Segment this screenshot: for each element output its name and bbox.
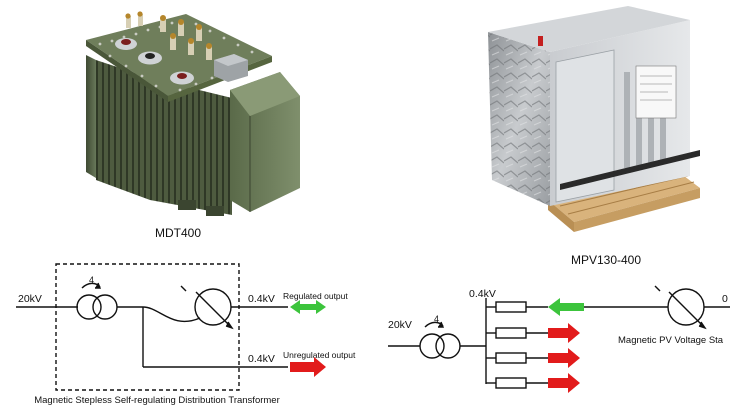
fuse-3 [495,352,527,364]
unregulated-output-label: Unregulated output [283,350,356,360]
right-transformer-winding-2 [435,333,461,359]
left-regulated-voltage: 0.4kV [248,293,275,305]
pv-voltage-regulator [667,288,705,326]
left-circuit-labels: 20kV 4 0.4kV 0.4kV Regulated output Unre… [18,275,356,406]
fuse-4 [495,377,527,389]
voltage-regulator [194,288,232,326]
fuse-2 [495,327,527,339]
left-input-voltage: 20kV [18,293,42,305]
left-tap-number: 4 [89,275,94,285]
right-output-voltage-clipped: 0 [722,293,728,305]
left-circuit-diagram [16,263,288,391]
right-input-voltage: 20kV [388,319,412,331]
feeder-2-red-arrow-icon [548,323,580,343]
mpv130-caption: MPV130-400 [571,253,641,267]
dashed-enclosure [55,263,240,391]
transformer-winding-1 [76,294,102,320]
pv-feed-green-arrow-icon [548,298,584,316]
right-transformer-winding-1 [419,333,445,359]
feeder-4-red-arrow-icon [548,373,580,393]
mpv130-photo-icon [488,6,700,232]
feeder-3-red-arrow-icon [548,348,580,368]
right-circuit-diagram [388,285,730,389]
mdt400-caption: MDT400 [155,226,201,240]
left-diagram-caption: Magnetic Stepless Self-regulating Distri… [34,395,280,406]
right-tap-number: 4 [434,314,439,324]
regulated-double-arrow-icon [290,300,326,314]
transformer-winding-2 [92,294,118,320]
regulated-output-label: Regulated output [283,291,348,301]
right-circuit-labels: 20kV 4 0.4kV 0 Magnetic PV Voltage Sta [388,288,728,346]
left-unregulated-voltage: 0.4kV [248,353,275,365]
right-diagram-caption: Magnetic PV Voltage Sta [618,335,724,346]
right-bus-voltage: 0.4kV [469,288,496,300]
fuse-1 [495,301,527,313]
unregulated-arrow-icon [290,357,326,377]
mdt400-photo-icon [86,11,300,216]
